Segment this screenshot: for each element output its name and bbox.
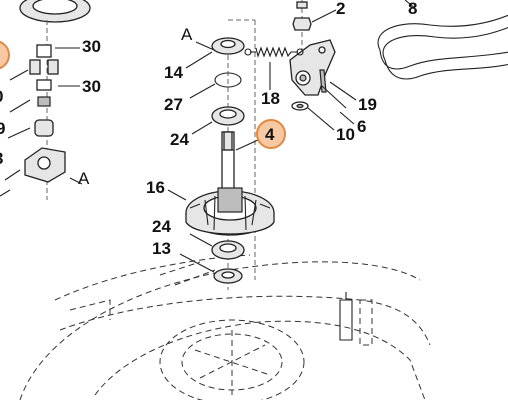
label-edge-3: 3 — [0, 149, 3, 168]
label-2: 2 — [336, 0, 345, 18]
highlight-callout-4 — [256, 119, 286, 149]
label-18: 18 — [261, 89, 280, 108]
label-a-left: A — [78, 169, 90, 188]
label-6: 6 — [357, 117, 366, 136]
label-30-a: 30 — [82, 37, 101, 56]
label-27: 27 — [164, 95, 183, 114]
label-8: 8 — [408, 0, 417, 18]
label-edge-0: 0 — [0, 87, 3, 106]
left-edge-highlight — [0, 40, 10, 70]
label-edge-9: 9 — [0, 119, 5, 138]
label-10: 10 — [336, 125, 355, 144]
oring-part-27 — [214, 72, 242, 88]
label-24-b: 24 — [152, 217, 171, 236]
label-24-a: 24 — [170, 130, 189, 149]
shaft-part-4 — [221, 131, 235, 193]
left-parts-column — [0, 0, 91, 200]
bearing-part-14 — [211, 37, 245, 55]
label-30-b: 30 — [82, 77, 101, 96]
label-16: 16 — [146, 178, 165, 197]
washer-part-13 — [213, 268, 243, 284]
label-a-top: A — [181, 25, 193, 44]
label-14: 14 — [164, 63, 183, 82]
label-13: 13 — [152, 239, 171, 258]
bearing-part-24-upper — [211, 106, 245, 126]
spindle-housing-part-16 — [185, 187, 275, 236]
bracket-part-6 — [289, 39, 336, 96]
bearing-part-24-lower — [211, 240, 245, 260]
label-4: 4 — [265, 125, 275, 144]
spring-part-18 — [244, 46, 304, 58]
label-19: 19 — [358, 95, 377, 114]
belt-part-8 — [377, 14, 508, 80]
